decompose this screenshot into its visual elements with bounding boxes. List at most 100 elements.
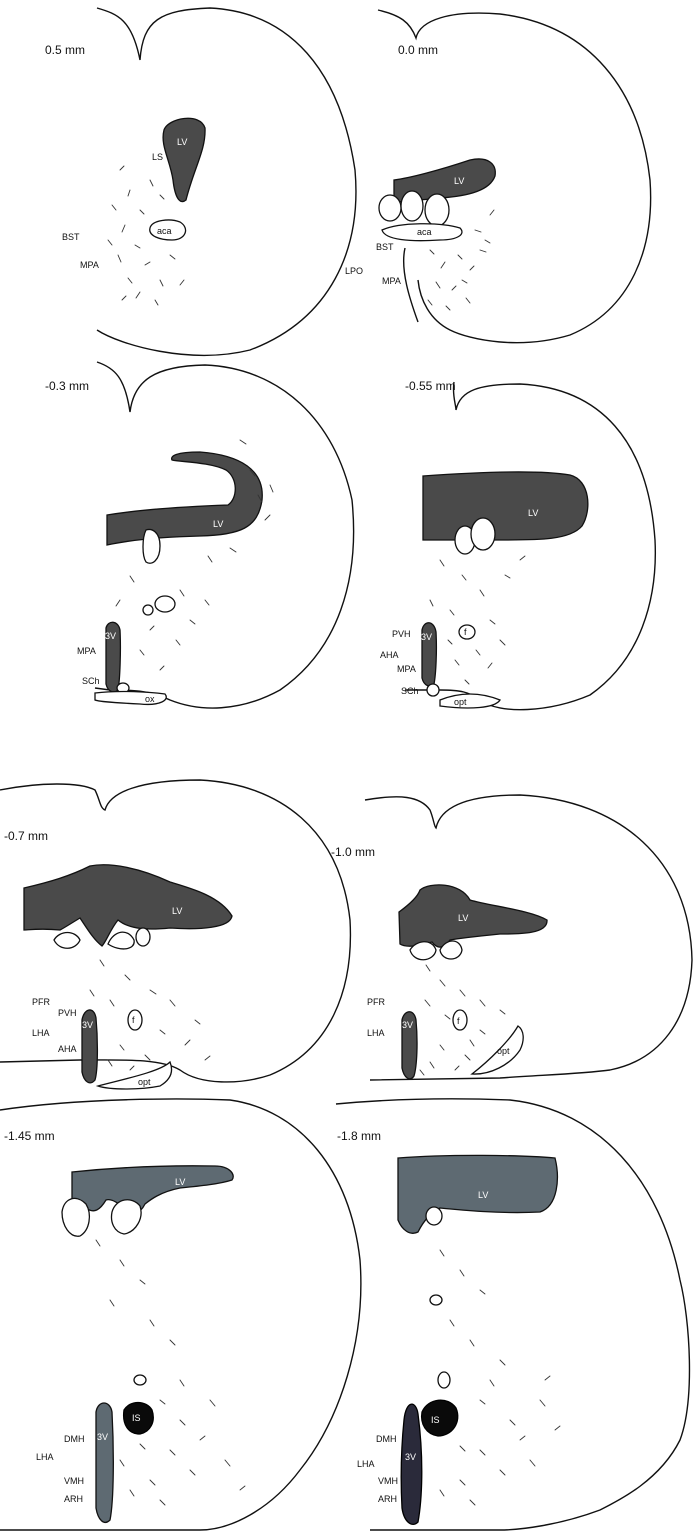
brain-outline — [0, 1099, 361, 1530]
structure-oval — [426, 1207, 442, 1225]
label-aca: aca — [157, 226, 172, 236]
fornix — [430, 1295, 442, 1305]
fiber-stipple — [90, 960, 210, 1070]
label-bst: BST — [62, 232, 80, 242]
section-panel-neg-1-45mm: -1.45 mm LV 3V IS DMH LHA VMH ARH — [0, 1099, 361, 1530]
midline — [404, 248, 418, 322]
fiber-stipple — [430, 556, 525, 684]
structure-oval — [54, 933, 80, 949]
fornix — [453, 1010, 467, 1030]
structure-oval — [425, 194, 449, 226]
fornix — [155, 596, 175, 612]
label-3v: 3V — [421, 632, 432, 642]
brain-outline — [0, 780, 350, 1082]
structure-oval — [379, 195, 401, 221]
brain-outline — [97, 8, 356, 355]
label-pfr: PFR — [32, 997, 51, 1007]
label-mpa: MPA — [397, 664, 416, 674]
label-vmh: VMH — [378, 1476, 398, 1486]
label-mpa: MPA — [77, 646, 96, 656]
label-3v: 3V — [97, 1432, 108, 1442]
label-is: IS — [132, 1413, 141, 1423]
label-lv: LV — [177, 137, 187, 147]
fiber-stipple — [96, 1240, 245, 1505]
label-bst: BST — [376, 242, 394, 252]
label-lpo: LPO — [345, 266, 363, 276]
brain-outline — [405, 382, 655, 710]
label-3v: 3V — [402, 1020, 413, 1030]
label-opt: opt — [497, 1046, 510, 1056]
section-label: 0.0 mm — [398, 43, 438, 57]
label-is: IS — [431, 1415, 440, 1425]
label-pfr: PFR — [367, 997, 386, 1007]
label-aca: aca — [417, 227, 432, 237]
section-panel-0-0mm: 0.0 mm LV aca BST LPO MPA — [345, 10, 651, 343]
label-3v: 3V — [105, 631, 116, 641]
fiber-stipple — [440, 1250, 560, 1505]
label-ox: ox — [145, 694, 155, 704]
section-panel-neg-0-7mm: -0.7 mm LV 3V f PFR PVH LHA AHA opt — [0, 780, 350, 1089]
label-aha: AHA — [58, 1044, 77, 1054]
label-lha: LHA — [367, 1028, 385, 1038]
section-label: 0.5 mm — [45, 43, 85, 57]
label-lv: LV — [478, 1190, 488, 1200]
structure-oval — [143, 530, 160, 564]
structure-oval — [112, 1200, 142, 1234]
optic-tract — [98, 1062, 172, 1089]
structure-oval — [438, 1372, 450, 1388]
section-panel-neg-0-55mm: -0.55 mm LV 3V f PVH AHA MPA SCh opt — [380, 379, 655, 710]
intercalated-nucleus — [422, 1400, 458, 1436]
section-label: -0.3 mm — [45, 379, 89, 393]
label-aha: AHA — [380, 650, 399, 660]
label-pvh: PVH — [58, 1008, 77, 1018]
label-lv: LV — [528, 508, 538, 518]
section-label: -0.55 mm — [405, 379, 456, 393]
section-panel-neg-0-3mm: -0.3 mm LV 3V MPA SCh ox — [45, 362, 354, 708]
section-label: -1.8 mm — [337, 1129, 381, 1143]
label-lha: LHA — [357, 1459, 375, 1469]
label-lv: LV — [454, 176, 464, 186]
suprachiasmatic — [427, 684, 439, 696]
optic-tract — [440, 694, 500, 708]
section-panel-neg-1-0mm: -1.0 mm LV 3V f PFR LHA opt — [331, 795, 692, 1080]
section-panel-0-5mm: 0.5 mm LV LS aca BST MPA — [45, 8, 356, 355]
label-vmh: VMH — [64, 1476, 84, 1486]
structure-oval — [108, 932, 134, 949]
label-arh: ARH — [378, 1494, 397, 1504]
label-opt: opt — [454, 697, 467, 707]
label-dmh: DMH — [376, 1434, 397, 1444]
label-pvh: PVH — [392, 629, 411, 639]
label-dmh: DMH — [64, 1434, 85, 1444]
structure-oval — [143, 605, 153, 615]
lateral-ventricle — [72, 1166, 233, 1213]
lateral-ventricle — [107, 452, 262, 545]
structure-oval — [136, 928, 150, 946]
optic-chiasm — [95, 691, 166, 704]
label-opt: opt — [138, 1077, 151, 1087]
lateral-ventricle — [163, 118, 205, 201]
lateral-ventricle — [423, 472, 588, 540]
section-label: -0.7 mm — [4, 829, 48, 843]
label-3v: 3V — [405, 1452, 416, 1462]
label-lv: LV — [172, 906, 182, 916]
structure-oval — [62, 1198, 89, 1236]
label-lv: LV — [175, 1177, 185, 1187]
label-lha: LHA — [32, 1028, 50, 1038]
fornix — [134, 1375, 146, 1385]
third-ventricle — [96, 1403, 113, 1522]
fornix — [128, 1010, 142, 1030]
label-3v: 3V — [82, 1020, 93, 1030]
lateral-ventricle — [399, 885, 547, 947]
label-sch: SCh — [401, 686, 419, 696]
fornix — [459, 625, 475, 639]
structure-oval — [471, 518, 495, 550]
section-panel-neg-1-8mm: -1.8 mm LV 3V IS DMH LHA VMH ARH — [336, 1099, 689, 1530]
label-mpa: MPA — [80, 260, 99, 270]
label-sch: SCh — [82, 676, 100, 686]
label-lv: LV — [213, 519, 223, 529]
label-arh: ARH — [64, 1494, 83, 1504]
third-ventricle — [401, 1404, 422, 1524]
section-label: -1.45 mm — [4, 1129, 55, 1143]
label-mpa: MPA — [382, 276, 401, 286]
